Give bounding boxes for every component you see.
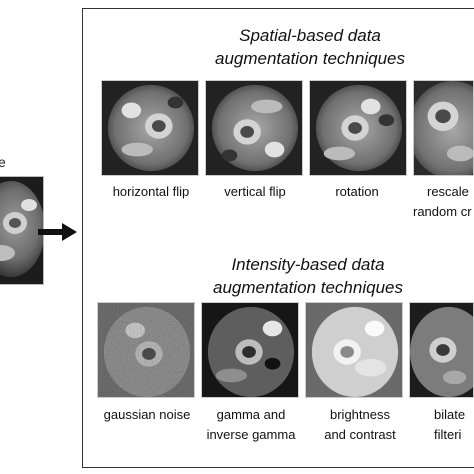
bilateral-filtering-image (409, 302, 474, 398)
gaussian-noise-image (97, 302, 195, 398)
gamma-inverse-gamma-image (201, 302, 299, 398)
input-mri-image (0, 176, 45, 285)
gaussian-noise-caption: gaussian noise (92, 405, 202, 425)
caption-line: bilate (434, 407, 466, 422)
caption-line: gaussian noise (103, 407, 191, 422)
vertical-flip-image (205, 80, 303, 176)
horizontal-flip-caption: horizontal flip (96, 182, 206, 202)
caption-line: rotation (335, 184, 379, 199)
brightness-contrast-caption: brightness and contrast (305, 405, 415, 445)
spatial-section-title: Spatial-based data augmentation techniqu… (180, 24, 440, 70)
intensity-title-line2: augmentation techniques (213, 278, 403, 297)
caption-line: gamma and (216, 407, 286, 422)
caption-line: filteri (434, 427, 462, 442)
gamma-inverse-gamma-caption: gamma and inverse gamma (196, 405, 306, 445)
rotation-image (309, 80, 407, 176)
caption-line: brightness (330, 407, 390, 422)
spatial-title-line1: Spatial-based data (239, 26, 381, 45)
caption-line: rescale (427, 184, 469, 199)
input-image-label: e (0, 154, 6, 170)
brightness-contrast-image (305, 302, 403, 398)
techniques-frame (82, 8, 474, 468)
vertical-flip-caption: vertical flip (200, 182, 310, 202)
rotation-caption: rotation (302, 182, 412, 202)
caption-line: and contrast (324, 427, 396, 442)
caption-line: inverse gamma (206, 427, 296, 442)
horizontal-flip-image (101, 80, 199, 176)
intensity-section-title: Intensity-based data augmentation techni… (178, 253, 438, 299)
caption-line: vertical flip (224, 184, 286, 199)
caption-line: random cr (413, 204, 472, 219)
caption-line: horizontal flip (112, 184, 190, 199)
spatial-title-line2: augmentation techniques (215, 49, 405, 68)
rescale-random-crop-caption: rescale random cr (407, 182, 474, 222)
rescale-random-crop-image (413, 80, 474, 176)
bilateral-filtering-caption: bilate filteri (412, 405, 474, 445)
intensity-title-line1: Intensity-based data (231, 255, 385, 274)
right-arrow-icon (38, 223, 77, 241)
